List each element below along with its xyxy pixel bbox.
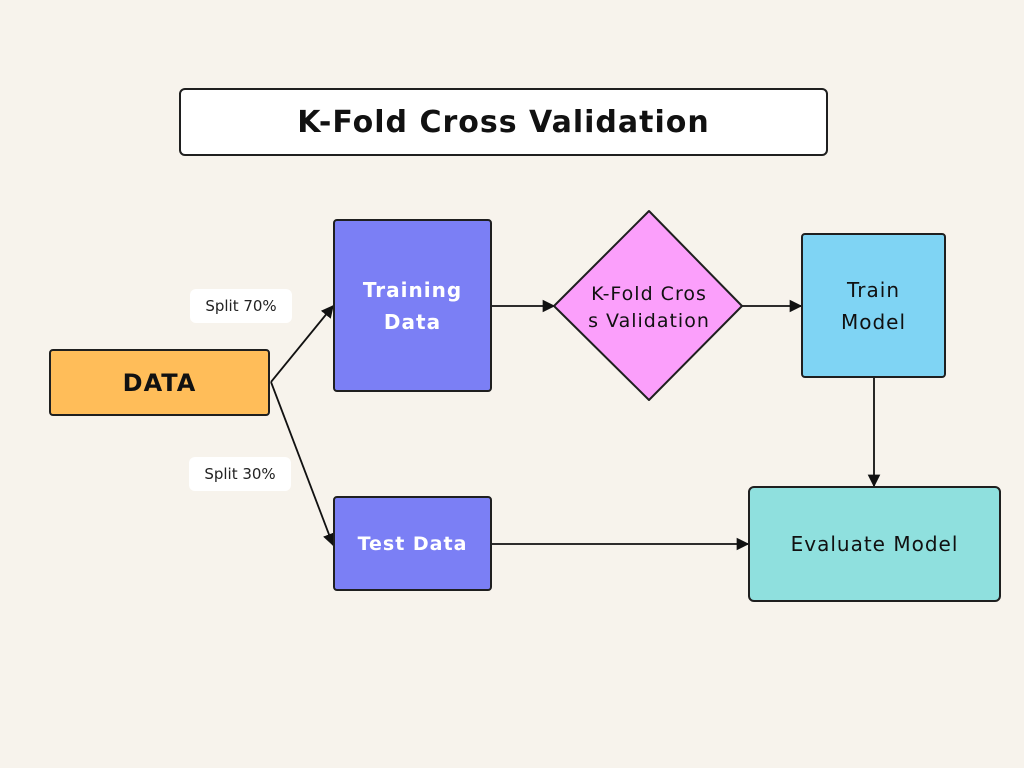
arrow-data-to-training: [270, 305, 334, 383]
data-node: DATA: [49, 349, 270, 416]
evaluate-model-node: Evaluate Model: [748, 486, 1001, 602]
kfold-node-label: K-Fold Cross Validation: [588, 283, 710, 332]
train-model-node: Train Model: [801, 233, 946, 378]
arrow-data-to-test: [270, 381, 335, 547]
split-70-label: Split 70%: [190, 289, 292, 323]
split-30-label: Split 30%: [189, 457, 291, 491]
kfold-diamond: [553, 210, 743, 401]
diagram-title: K-Fold Cross Validation: [179, 88, 828, 156]
training-data-node: Training Data: [333, 219, 492, 392]
test-data-node: Test Data: [333, 496, 492, 591]
